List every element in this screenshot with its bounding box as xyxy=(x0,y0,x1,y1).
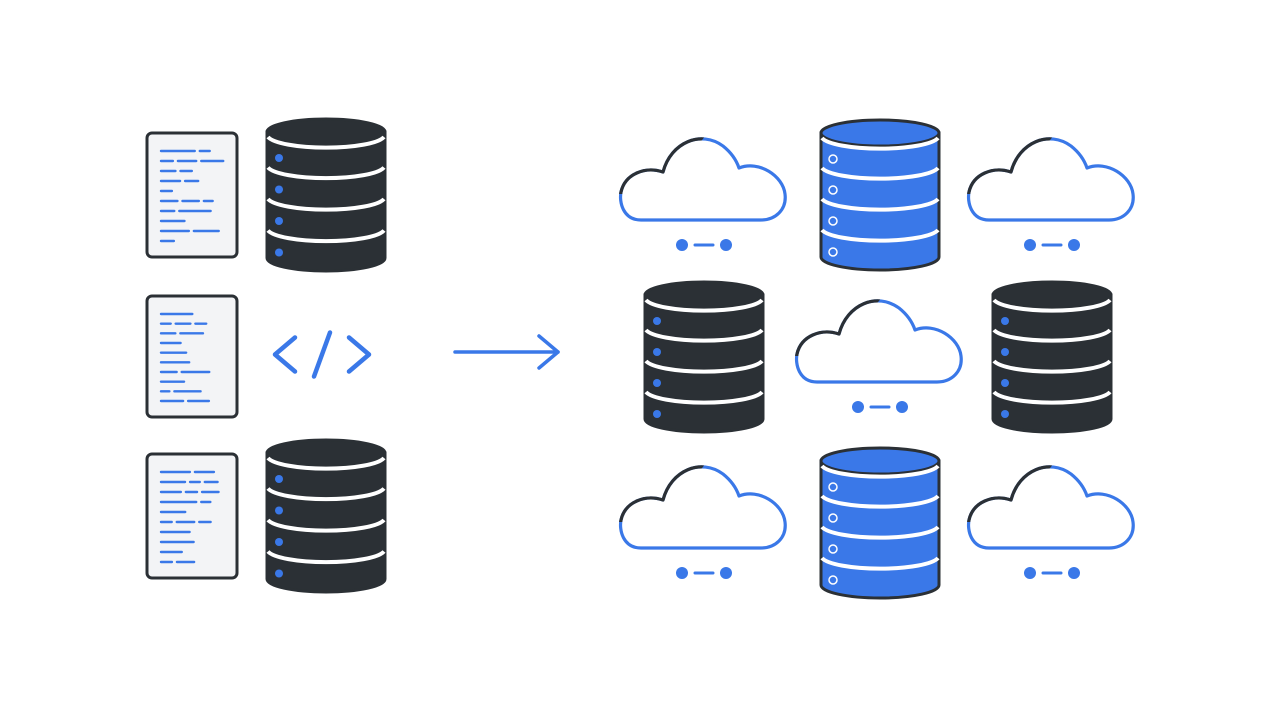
cloud-icon xyxy=(966,465,1135,579)
arrow-right-icon xyxy=(453,334,560,370)
database-icon xyxy=(265,438,387,594)
status-light xyxy=(1001,317,1009,325)
status-light xyxy=(828,544,838,554)
connection-dots-icon xyxy=(676,239,732,251)
cloud-icon xyxy=(794,299,963,413)
document-icon xyxy=(145,131,239,259)
status-light xyxy=(828,482,838,492)
database-blue-icon xyxy=(819,118,941,272)
status-light xyxy=(275,185,283,194)
database-blue-icon xyxy=(819,446,941,600)
connection-dots-icon xyxy=(1024,239,1080,251)
status-light xyxy=(1001,410,1009,418)
status-light xyxy=(828,154,838,164)
code-brackets-icon xyxy=(272,330,372,379)
status-light xyxy=(828,216,838,226)
status-light xyxy=(653,348,661,356)
status-light xyxy=(828,185,838,195)
connection-dots-icon xyxy=(676,567,732,579)
cloud-icon xyxy=(618,137,787,251)
status-light xyxy=(275,538,283,546)
status-light xyxy=(275,154,283,162)
status-light xyxy=(828,513,838,523)
connection-dots-icon xyxy=(852,401,908,413)
database-icon xyxy=(991,280,1113,434)
document-icon xyxy=(145,452,239,580)
status-light xyxy=(653,410,661,418)
cloud-icon xyxy=(966,137,1135,251)
database-icon xyxy=(643,280,765,434)
connection-dots-icon xyxy=(1024,567,1080,579)
status-light xyxy=(275,217,283,225)
status-light xyxy=(275,248,283,257)
status-light xyxy=(1001,348,1009,356)
status-light xyxy=(653,379,661,387)
document-icon xyxy=(145,294,239,419)
status-light xyxy=(828,575,838,585)
status-light xyxy=(275,506,283,515)
status-light xyxy=(275,475,283,483)
status-light xyxy=(275,569,283,578)
status-light xyxy=(828,247,838,257)
status-light xyxy=(653,317,661,325)
cloud-icon xyxy=(618,465,787,579)
database-icon xyxy=(265,117,387,273)
status-light xyxy=(1001,379,1009,387)
